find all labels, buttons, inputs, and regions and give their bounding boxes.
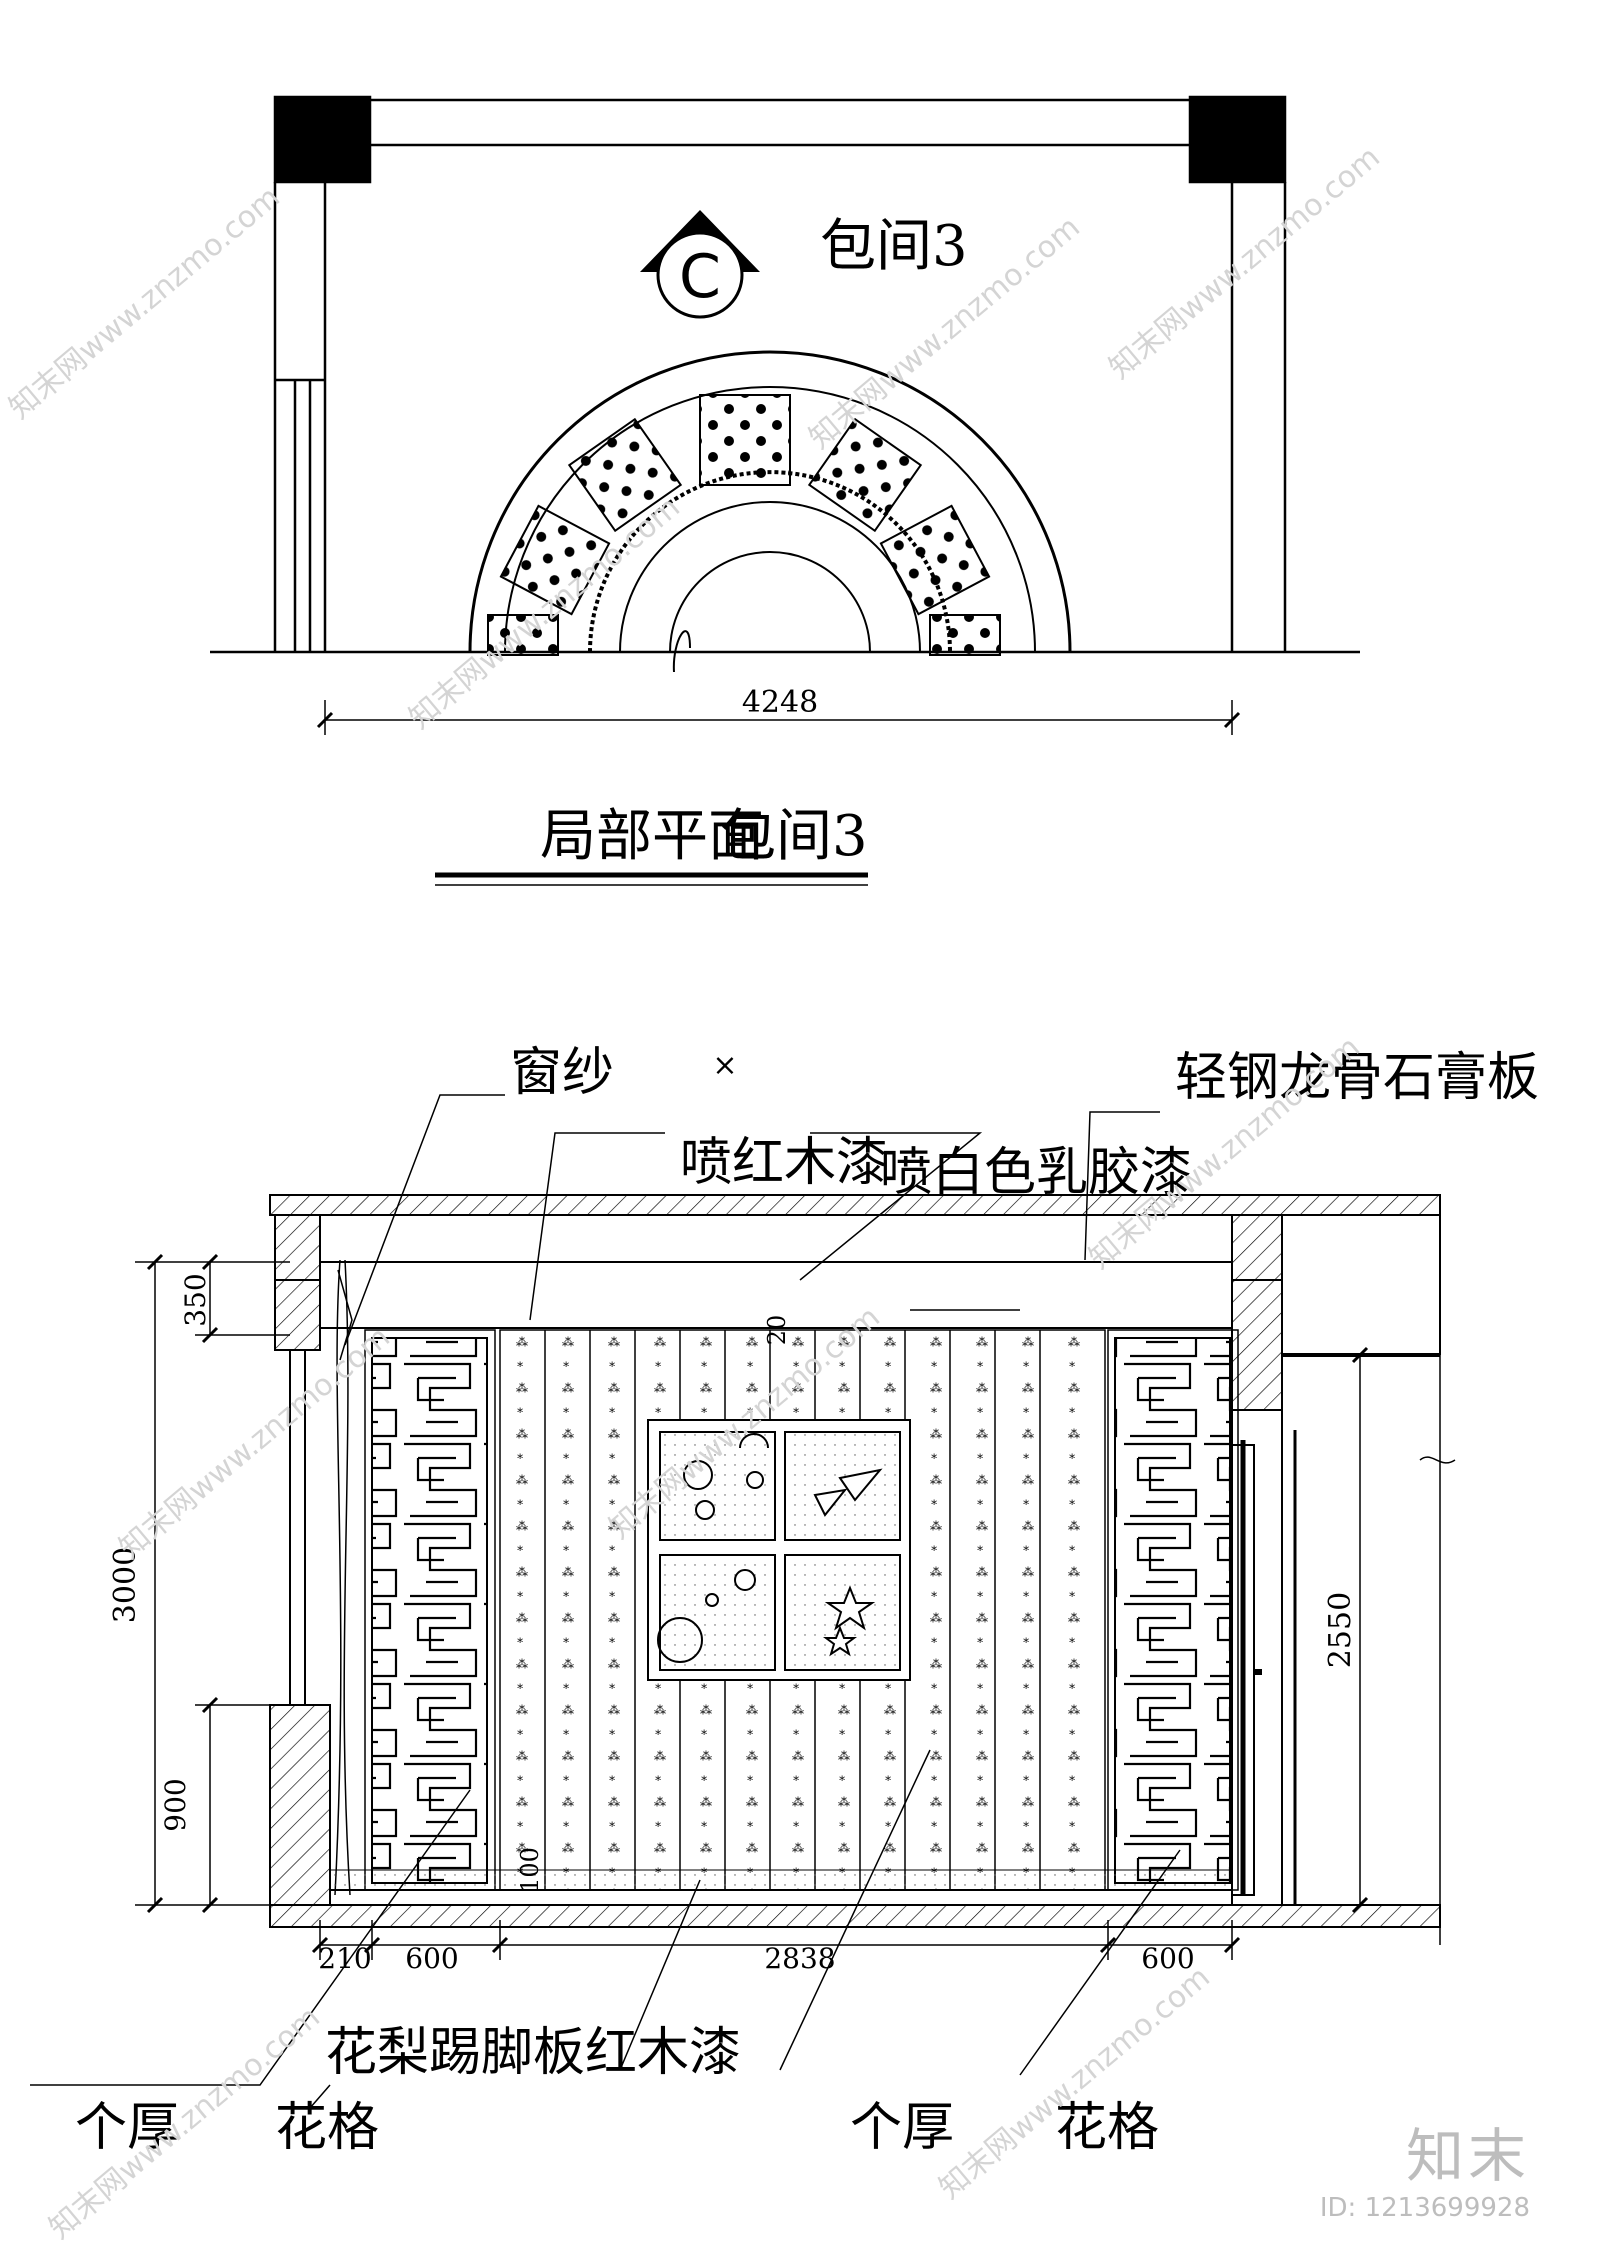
plan-title: 局部平面: [540, 804, 764, 869]
round-table-set: [468, 350, 1072, 673]
label-left-lattice: 花格: [275, 2098, 379, 2158]
plan-width-dimension: [316, 700, 1241, 735]
dim-600-right: 600: [1141, 1942, 1194, 1975]
section-marker: C: [640, 210, 760, 319]
dim-100: 100: [516, 1847, 544, 1893]
dim-2550: 2550: [1323, 1592, 1358, 1668]
lattice-panel-left: [364, 1329, 496, 1891]
brand-logo-text: 知末: [1405, 2122, 1530, 2190]
label-right-lattice: 花格: [1055, 2098, 1159, 2158]
curtain: [334, 1259, 353, 1896]
dim-2838: 2838: [764, 1942, 835, 1975]
decor-tiles: [647, 1419, 911, 1681]
label-white-latex-paint: 喷白色乳胶漆: [880, 1143, 1192, 1203]
section-marker-letter: C: [679, 242, 721, 312]
plan-view: C 包间3 4248 局部平面 包间3: [210, 95, 1360, 886]
brand-mark: 知末 ID: 1213699928: [1320, 2109, 1530, 2223]
left-wall: [269, 1279, 331, 1906]
label-red-wood-paint: 喷红木漆: [680, 1133, 888, 1193]
label-gypsum-board: 轻钢龙骨石膏板: [1175, 1048, 1539, 1108]
image-id: ID: 1213699928: [1319, 2193, 1530, 2223]
dim-210: 210: [318, 1942, 371, 1975]
elevation-dimensions: [135, 1253, 1456, 1960]
dim-20: 20: [763, 1315, 791, 1346]
elevation-view: 350 3000 900 2550 20 100 210 600 2838 60…: [30, 1043, 1539, 2158]
plan-title-overlap: 包间3: [720, 804, 868, 869]
dim-3000: 3000: [108, 1547, 143, 1623]
dim-900: 900: [159, 1778, 192, 1831]
plan-width-value: 4248: [742, 685, 818, 720]
room-label: 包间3: [820, 214, 968, 279]
right-wall: [1231, 1215, 1441, 1905]
label-left-thickness: 个厚: [75, 2098, 179, 2158]
lattice-panel-right: [1107, 1329, 1239, 1891]
ceiling-slab: [269, 1194, 1441, 1329]
dim-350: 350: [179, 1273, 212, 1326]
label-cross-mark: ×: [712, 1048, 737, 1083]
watermark: 知末网www.znzmo.com: [933, 1960, 1217, 2206]
watermark: 知末网www.znzmo.com: [3, 180, 287, 426]
label-skirting: 花梨踢脚板红木漆: [325, 2023, 741, 2083]
label-right-thickness: 个厚: [850, 2098, 954, 2158]
skirting-board: [329, 1869, 1233, 1891]
plan-walls: [210, 95, 1360, 654]
dim-600-left: 600: [405, 1942, 458, 1975]
leader-lines: [30, 1094, 1181, 2109]
label-curtain: 窗纱: [510, 1043, 614, 1103]
